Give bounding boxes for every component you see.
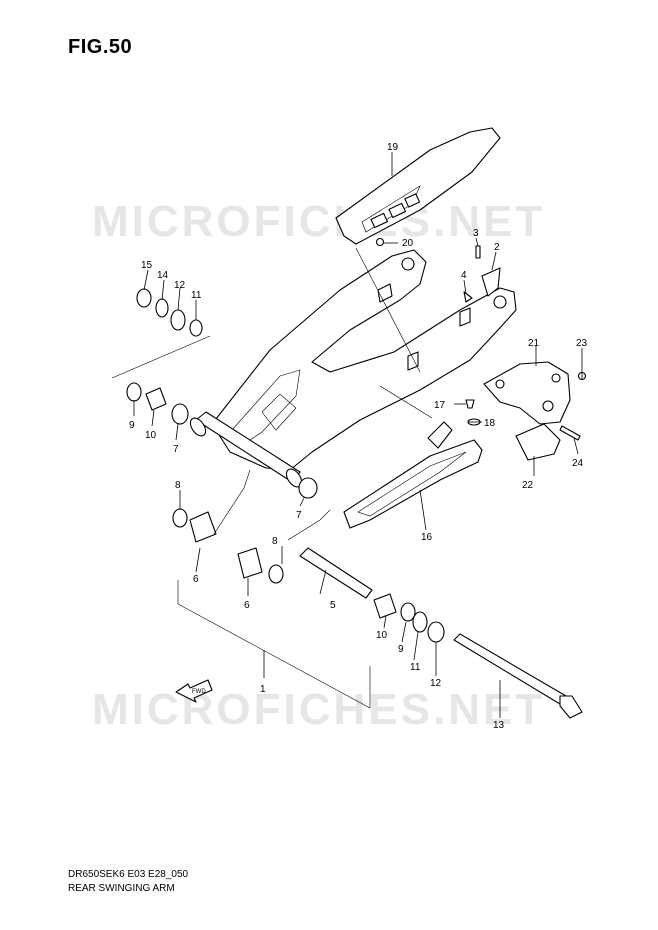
cover-screw [375, 237, 398, 247]
callout-11-top: 11 [191, 290, 202, 301]
chain-guide-clamp [463, 245, 501, 303]
callout-20: 20 [402, 238, 414, 249]
callout-4: 4 [461, 270, 467, 281]
callout-2: 2 [494, 242, 500, 253]
right-bushings [172, 477, 318, 584]
callout-12-top: 12 [174, 280, 186, 291]
callout-7-right: 7 [296, 510, 302, 521]
diagram-caption: REAR SWINGING ARM [68, 883, 175, 894]
bracket-guard [515, 423, 561, 461]
diagram-code: DR650SEK6 E03 E28_050 [68, 869, 189, 880]
callout-13: 13 [493, 720, 505, 731]
chain-buffer [343, 421, 483, 529]
assembly-brackets [111, 247, 433, 709]
watermark-top: MICROFICHES.NET [92, 197, 545, 246]
callout-19: 19 [387, 142, 399, 153]
pivot-tube [189, 411, 303, 488]
callout-23: 23 [576, 338, 588, 349]
watermark-bottom: MICROFICHES.NET [92, 685, 545, 734]
callout-10-right: 10 [376, 630, 388, 641]
callout-11-right: 11 [410, 662, 421, 673]
callout-12-right: 12 [430, 678, 442, 689]
callout-9-left: 9 [129, 420, 135, 431]
callout-22: 22 [522, 480, 534, 491]
callout-9-right: 9 [398, 644, 404, 655]
callout-24: 24 [572, 458, 584, 469]
swingarm-body [211, 249, 517, 471]
callout-8-left: 8 [175, 480, 181, 491]
chain-case-cover [335, 127, 501, 245]
spacer-tube [299, 547, 373, 599]
figure-title: FIG.50 [68, 36, 133, 58]
callout-7-left: 7 [173, 444, 179, 455]
caliper-bracket [483, 361, 571, 425]
bolt-and-washer [465, 399, 481, 426]
pivot-nut-stack [136, 269, 203, 337]
pivot-shaft [453, 633, 583, 719]
axle-bushing-stack [373, 593, 445, 643]
callout-5: 5 [330, 600, 336, 611]
callout-6-right: 6 [244, 600, 250, 611]
callout-3: 3 [473, 228, 479, 239]
callout-1: 1 [260, 684, 266, 695]
bracket-bolt-bottom [559, 425, 581, 441]
callout-10-left: 10 [145, 430, 157, 441]
left-bushings [126, 382, 189, 425]
callout-17: 17 [434, 400, 446, 411]
callout-14: 14 [157, 270, 169, 281]
callout-21: 21 [528, 338, 540, 349]
svg-text:FWD: FWD [192, 689, 206, 695]
forward-arrow-icon: FWD [175, 679, 213, 703]
callout-6-left: 6 [193, 574, 199, 585]
callout-18: 18 [484, 418, 496, 429]
bracket-bolt-top [577, 371, 587, 381]
diagram-footer: DR650SEK6 E03 E28_050 REAR SWINGING ARM [68, 868, 188, 896]
callout-15: 15 [141, 260, 153, 271]
callout-16: 16 [421, 532, 433, 543]
leader-lines [133, 152, 583, 718]
callout-8-right: 8 [272, 536, 278, 547]
